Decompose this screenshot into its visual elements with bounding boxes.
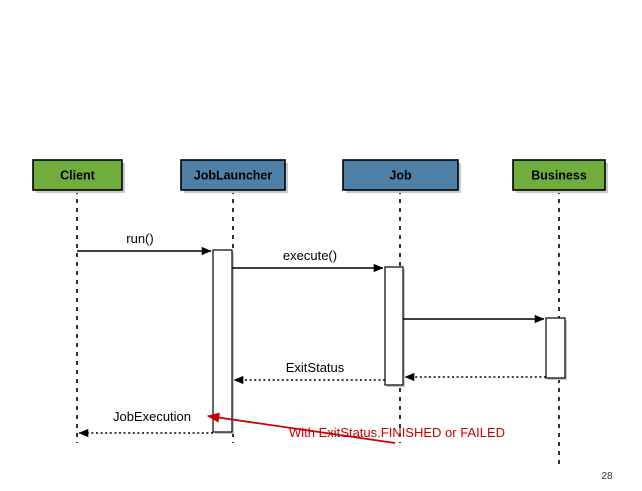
participant-box-joblauncher-face [180,159,286,191]
messages-group [77,246,546,438]
activation-bar-job-face [384,266,404,386]
annotation-group: With ExitStatus.FINISHED or FAILED [206,412,505,444]
message-label-run: run() [126,231,153,246]
participant-box-client-face [32,159,123,191]
participant-box-business[interactable]: Business [512,159,608,193]
participant-label-joblauncher: JobLauncher [194,168,273,182]
activation-bars-group [212,249,567,434]
participant-label-job: Job [389,168,412,182]
activation-bar-joblauncher-face [212,249,233,433]
annotation-arrow [206,412,396,444]
annotation-text: With ExitStatus.FINISHED or FAILED [289,425,505,440]
message-label-jobexecution: JobExecution [113,409,191,424]
participant-label-client: Client [60,168,96,182]
participant-box-job[interactable]: Job [342,159,461,193]
participant-box-business-face [512,159,606,191]
participant-label-business: Business [531,168,587,182]
participant-box-job-face [342,159,459,191]
message-labels-group: run() execute() ExitStatus JobExecution [113,231,345,424]
message-label-exitstatus: ExitStatus [286,360,345,375]
participant-box-joblauncher[interactable]: JobLauncher [180,159,288,193]
message-label-execute: execute() [283,248,337,263]
page-number: 28 [601,471,613,482]
participant-boxes-group: Client JobLauncher Job Business [32,159,608,193]
participant-box-client[interactable]: Client [32,159,125,193]
activation-bar-business-face [545,317,566,379]
